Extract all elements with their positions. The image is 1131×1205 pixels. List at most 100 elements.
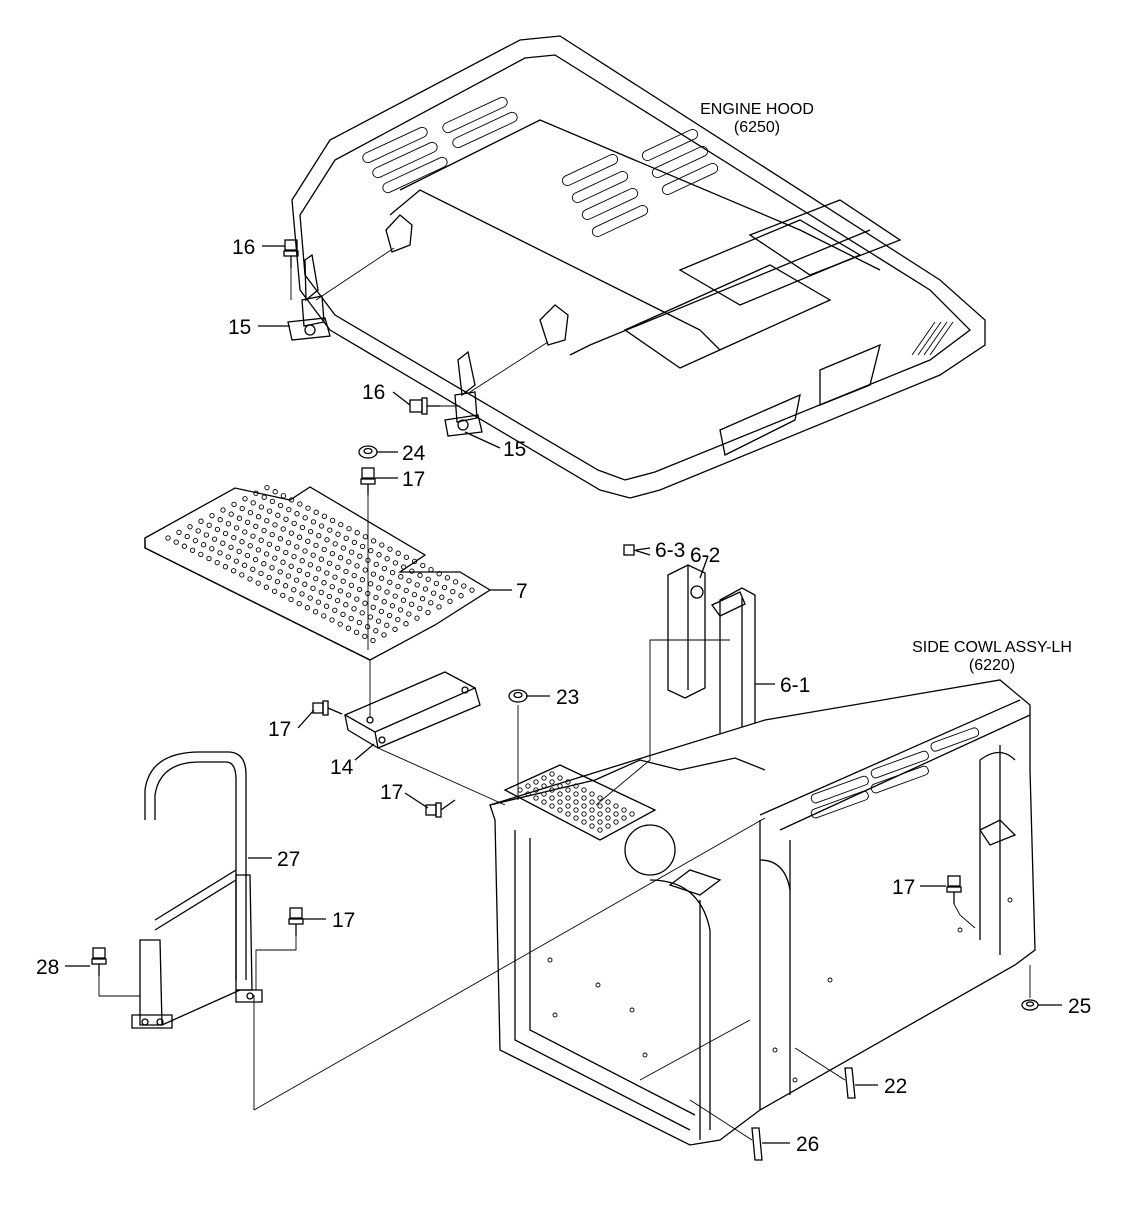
perforation-hole [220, 507, 226, 513]
perforation-hole [258, 504, 265, 510]
perforation-hole [332, 574, 338, 580]
perforation-hole [296, 600, 302, 607]
perforation-hole [244, 519, 251, 525]
perforation-hole [581, 795, 587, 801]
perforation-hole [359, 610, 365, 616]
perforation-hole [597, 811, 603, 817]
perforation-hole [247, 543, 253, 549]
perforation-hole [321, 580, 327, 586]
perforation-hole [247, 509, 254, 516]
perforation-hole [324, 537, 330, 543]
perforation-hole [220, 540, 226, 546]
perforation-hole [533, 779, 539, 785]
callout-16-upper: 16 [232, 236, 255, 259]
perforation-hole [581, 819, 587, 825]
perforation-hole [581, 787, 587, 793]
perforation-hole [348, 549, 355, 555]
perforation-hole [209, 546, 215, 552]
perforation-hole [307, 595, 313, 601]
callout-26: 26 [796, 1133, 819, 1156]
perforation-hole [302, 548, 308, 554]
hood-latch-lower [444, 341, 549, 437]
perforation-hole [549, 771, 555, 777]
perforation-hole [282, 583, 289, 589]
perforation-hole [373, 628, 379, 634]
perforation-hole [307, 562, 314, 568]
perforation-hole [621, 807, 627, 813]
perforation-hole [217, 550, 223, 556]
perforation-hole [228, 544, 234, 550]
perforation-hole [589, 799, 595, 805]
perforation-hole [288, 530, 295, 536]
perforation-hole [557, 807, 563, 813]
perforation-hole [255, 514, 262, 520]
perforation-hole [403, 554, 410, 560]
perforation-hole [263, 551, 270, 557]
perforation-hole [329, 550, 336, 557]
perforation-hole [294, 511, 300, 517]
hood-latch-upper [287, 247, 395, 341]
perforation-hole [373, 594, 379, 601]
bracket-14 [343, 660, 481, 749]
perforation-hole [222, 564, 229, 570]
perforation-hole [296, 534, 303, 540]
perforation-hole [307, 528, 314, 535]
perforation-hole [255, 580, 261, 586]
perforation-hole [425, 576, 431, 582]
perforation-hole [381, 632, 387, 638]
perforation-hole [230, 568, 237, 574]
perforation-hole [187, 524, 193, 530]
perforation-hole [392, 593, 398, 599]
perforation-hole [255, 547, 262, 553]
perforation-hole [242, 496, 248, 502]
perforation-hole [302, 515, 308, 521]
callout-leaders [65, 245, 1062, 1144]
callout-6-2: 6-2 [690, 544, 720, 567]
perforation-hole [419, 596, 426, 602]
perforation-hole [280, 592, 286, 599]
perforation-hole [589, 791, 595, 797]
bolt-28 [91, 947, 140, 997]
perforation-hole [406, 611, 412, 617]
perforation-hole [305, 538, 311, 544]
perforation-hole [312, 609, 319, 615]
perforation-hole [250, 500, 256, 506]
perforation-hole [376, 552, 382, 558]
perforation-hole [335, 531, 341, 537]
perforation-hole [378, 608, 385, 615]
side-cowl-code: (6220) [969, 657, 1015, 674]
perforation-hole [403, 621, 409, 627]
perforation-hole [525, 783, 531, 789]
bolt-17-top [360, 467, 376, 650]
perforation-hole [214, 526, 221, 533]
perforation-hole [297, 501, 303, 507]
perforation-hole [203, 532, 210, 538]
perforation-hole [326, 593, 333, 600]
perforation-hole [277, 502, 284, 509]
perforation-hole [337, 621, 343, 627]
perforation-hole [283, 549, 289, 556]
perforation-hole [557, 799, 563, 805]
perforation-hole [209, 512, 215, 519]
perforation-hole [198, 551, 204, 558]
perforation-hole [351, 606, 357, 612]
perforation-hole [589, 815, 595, 821]
perforation-hole [343, 535, 349, 541]
side-cowl-assy [489, 679, 1036, 1146]
perforation-hole [549, 803, 555, 809]
perforation-hole [450, 588, 456, 595]
callout-15-upper: 15 [228, 316, 251, 339]
perforation-hole [272, 522, 278, 528]
perforation-hole [211, 536, 218, 542]
perforation-hole [409, 568, 415, 574]
perforation-hole [411, 558, 418, 565]
perforation-hole [258, 570, 264, 577]
perforation-hole [277, 536, 284, 542]
perforation-hole [225, 521, 232, 527]
callout-22: 22 [884, 1075, 907, 1098]
perforation-hole [362, 567, 368, 573]
perforation-hole [266, 541, 273, 547]
perforation-hole [242, 529, 248, 535]
grommet-23 [508, 689, 528, 800]
perforation-hole [313, 575, 319, 582]
